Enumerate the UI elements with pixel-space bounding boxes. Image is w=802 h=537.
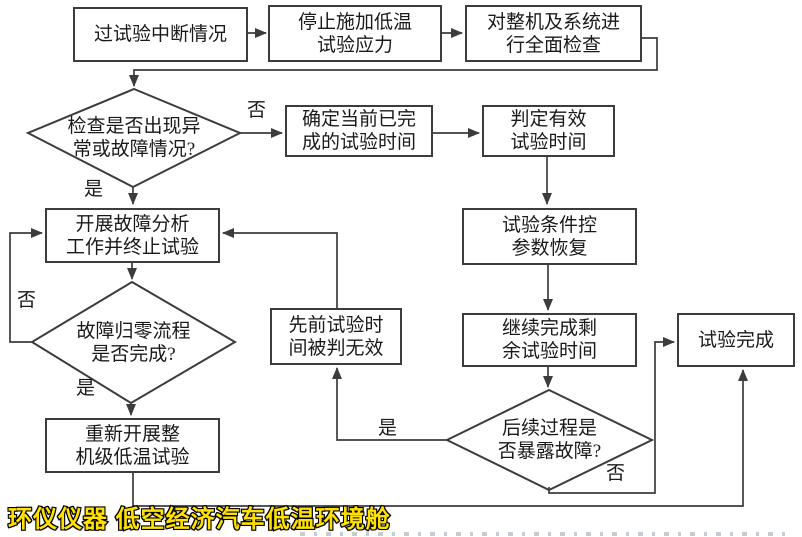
node-label: 停止施加低温 — [297, 11, 412, 33]
node-label: 开展故障分析 — [75, 213, 190, 235]
node-stop-stress: 停止施加低温 试验应力 — [268, 5, 442, 62]
decision-label: 是否完成? — [91, 343, 176, 365]
node-fault-analysis: 开展故障分析 工作并终止试验 — [45, 208, 220, 263]
branch-label-check-yes: 是 — [84, 179, 104, 200]
node-label: 余试验时间 — [501, 341, 597, 362]
node-judge-valid-time: 判定有效 试验时间 — [482, 105, 615, 157]
node-label: 重新开展整 — [84, 423, 180, 445]
decision-fault-zero: 故障归零流程 是否完成? — [32, 282, 235, 403]
node-label: 行全面检查 — [505, 34, 601, 56]
branch-label-expose-no: 否 — [606, 463, 626, 484]
edge-redo-to-complete — [132, 369, 748, 507]
branch-label-expose-yes: 是 — [378, 418, 398, 439]
node-label: 试验条件控 — [501, 214, 597, 236]
decision-label: 故障归零流程 — [76, 320, 191, 342]
branch-label-zero-no: 否 — [17, 290, 37, 311]
node-label: 试验完成 — [697, 329, 774, 351]
node-redo-test: 重新开展整 机级低温试验 — [45, 418, 220, 473]
decision-label: 后续过程是 — [501, 418, 597, 439]
node-label: 过试验中断情况 — [93, 24, 227, 45]
node-label: 对整机及系统进 — [486, 11, 620, 33]
decision-expose-fault: 后续过程是 否暴露故障? — [447, 390, 652, 490]
node-label: 试验时间 — [510, 132, 587, 153]
node-label: 机级低温试验 — [75, 446, 190, 468]
node-label: 成的试验时间 — [301, 132, 416, 153]
edge-inspection-to-check — [129, 37, 658, 87]
node-full-inspection: 对整机及系统进 行全面检查 — [465, 5, 642, 62]
node-label: 工作并终止试验 — [65, 236, 199, 258]
edge-expose-yes-to-invalid — [332, 367, 447, 441]
node-restore-params: 试验条件控 参数恢复 — [462, 208, 637, 265]
node-label: 确定当前已完 — [301, 109, 416, 130]
node-label: 继续完成剩 — [501, 318, 597, 339]
clipped-caption-marks — [300, 532, 790, 536]
branch-label-check-no: 否 — [247, 100, 267, 121]
node-label: 试验应力 — [316, 34, 393, 56]
node-interrupt-case: 过试验中断情况 — [73, 7, 248, 62]
decision-label: 常或故障情况? — [72, 139, 196, 160]
node-label: 先前试验时 — [288, 314, 384, 336]
node-continue-remaining: 继续完成剩 余试验时间 — [462, 313, 637, 367]
branch-label-zero-yes: 是 — [76, 378, 96, 399]
edge-invalid-to-analysis — [222, 228, 338, 308]
node-confirm-time: 确定当前已完 成的试验时间 — [285, 105, 433, 157]
edge-expose-no-to-complete — [548, 337, 675, 494]
watermark-banner: 环仪仪器 低空经济汽车低温环境舱 — [7, 505, 391, 534]
node-prior-invalid: 先前试验时 间被判无效 — [270, 308, 402, 365]
decision-label: 否暴露故障? — [497, 441, 602, 462]
edge-zero-no-loop — [9, 228, 43, 343]
node-label: 判定有效 — [510, 109, 587, 130]
decision-check-abnormal: 检查是否出现异 常或故障情况? — [28, 89, 240, 187]
node-label: 参数恢复 — [511, 237, 588, 259]
node-label: 间被判无效 — [288, 337, 384, 359]
decision-label: 检查是否出现异 — [67, 116, 201, 137]
node-test-complete: 试验完成 — [677, 313, 795, 367]
